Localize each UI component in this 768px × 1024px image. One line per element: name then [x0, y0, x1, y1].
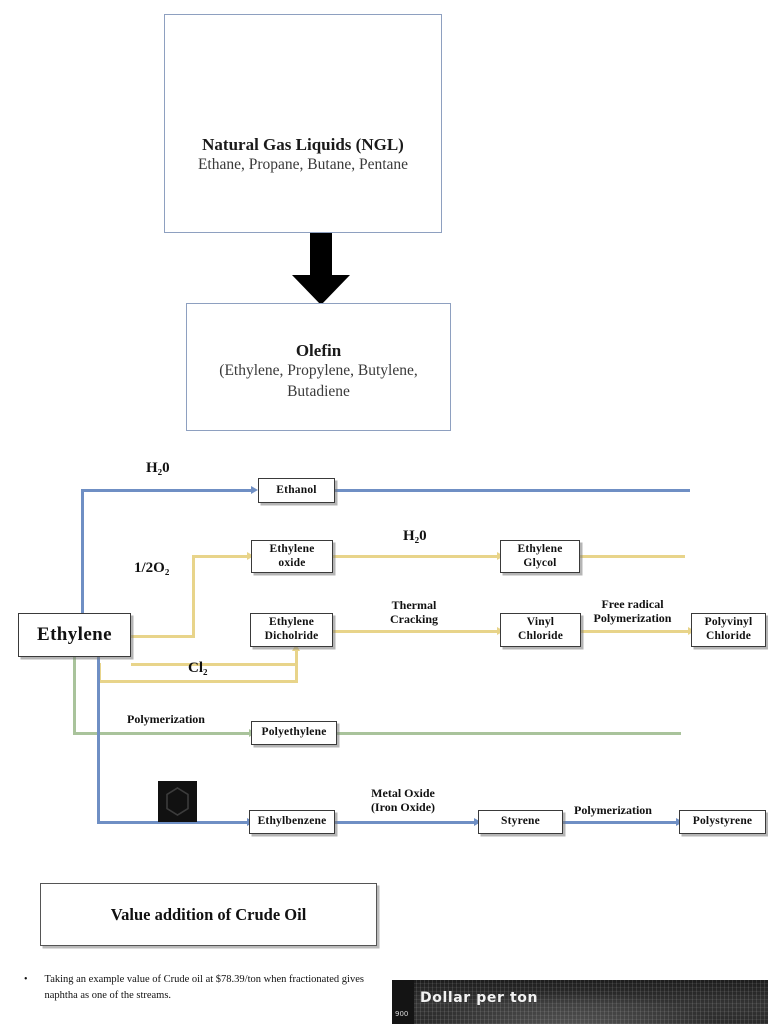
polystyrene-label: Polystyrene	[692, 815, 753, 828]
line-ethylene-to-ethylbenzene-horizontal	[97, 821, 249, 824]
ethanol-node: Ethanol	[258, 478, 335, 503]
olefin-line-2: Butadiene	[287, 382, 350, 400]
ethylene-node: Ethylene	[18, 613, 131, 657]
dollar-per-ton-chart: Dollar per ton 900	[392, 980, 768, 1024]
benzene-ring-icon	[158, 781, 197, 822]
arrowhead-styrene	[474, 818, 481, 826]
line-ethylbenzene-to-styrene	[335, 821, 477, 824]
styrene-label: Styrene	[501, 815, 540, 828]
ngl-title: Natural Gas Liquids (NGL)	[202, 134, 404, 154]
polyvinyl-chloride-label: Polyvinyl Chloride	[704, 616, 753, 642]
polyethylene-label: Polyethylene	[261, 726, 327, 739]
ethylene-oxide-label: Ethylene oxide	[269, 542, 315, 569]
natural-gas-liquids-box: Natural Gas Liquids (NGL) Ethane, Propan…	[164, 14, 442, 233]
olefin-title: Olefin	[295, 341, 342, 361]
olefin-line-1: (Ethylene, Propylene, Butylene,	[219, 362, 418, 380]
line-to-ethylene-oxide	[192, 555, 249, 558]
line-ethylene-to-ethanol-horizontal	[81, 489, 253, 492]
line-cl2-from-ethylene	[131, 663, 298, 666]
line-ethylene-to-polyethylene-horizontal	[73, 732, 251, 735]
chart-title: Dollar per ton	[420, 990, 539, 1006]
polystyrene-node: Polystyrene	[679, 810, 766, 834]
bullet-list-item: • Taking an example value of Crude oil a…	[24, 972, 364, 1004]
chart-axis-area	[392, 980, 414, 1024]
line-ethylene-to-ethanol-vertical	[81, 490, 84, 614]
arrowhead-ethylene-dichloride	[292, 644, 300, 651]
line-ethylene-to-oxide-stub	[131, 635, 195, 638]
line-cl2-rise	[295, 650, 298, 681]
ethylene-glycol-label: Ethylene Glycol	[517, 542, 563, 569]
label-water-glycol: H₂0	[403, 528, 427, 544]
label-chlorine: Cl₂	[188, 660, 208, 676]
label-polymerization-polystyrene: Polymerization	[574, 803, 652, 817]
vinyl-chloride-node: Vinyl Chloride	[500, 613, 581, 647]
line-ethylene-to-polyethylene-vertical	[73, 656, 76, 733]
ethylene-label: Ethylene	[37, 623, 112, 645]
ethylene-oxide-node: Ethylene oxide	[251, 540, 333, 573]
ethylbenzene-label: Ethylbenzene	[257, 815, 327, 828]
line-dichloride-to-vinyl	[333, 630, 500, 633]
line-vinyl-to-pvc	[581, 630, 691, 633]
line-cl2-horizontal	[98, 680, 298, 683]
chart-y-axis-tick: 900	[395, 1010, 409, 1018]
ethylene-glycol-node: Ethylene Glycol	[500, 540, 580, 573]
ethanol-label: Ethanol	[276, 483, 317, 496]
polyvinyl-chloride-node: Polyvinyl Chloride	[691, 613, 766, 647]
styrene-node: Styrene	[478, 810, 563, 834]
line-oxide-to-glycol	[333, 555, 500, 558]
ngl-subtitle: Ethane, Propane, Butane, Pentane	[197, 156, 409, 174]
chart-plot-area	[392, 980, 768, 1024]
polyethylene-node: Polyethylene	[251, 721, 337, 745]
label-half-oxygen: 1/2O₂	[134, 560, 170, 576]
label-metal-oxide: Metal Oxide (Iron Oxide)	[370, 786, 436, 814]
ngl-text-group: Natural Gas Liquids (NGL) Ethane, Propan…	[198, 134, 408, 175]
line-ethanol-output	[335, 489, 690, 492]
line-ethylene-to-ethylbenzene-vertical	[97, 656, 100, 823]
arrowhead-ethylene-oxide	[247, 552, 254, 560]
line-glycol-output	[580, 555, 685, 558]
olefin-text-group: Olefin (Ethylene, Propylene, Butylene, B…	[219, 340, 417, 402]
bullet-marker: •	[24, 974, 28, 985]
label-thermal-cracking: Thermal Cracking	[390, 598, 438, 626]
label-polymerization-polyethylene: Polymerization	[127, 712, 205, 726]
ethylene-dichloride-node: Ethylene Dicholride	[250, 613, 333, 647]
value-addition-heading-box: Value addition of Crude Oil	[40, 883, 377, 946]
label-free-radical-polymerization: Free radical Polymerization	[593, 597, 672, 625]
line-polyethylene-output	[337, 732, 681, 735]
line-ethylene-to-oxide-vertical	[192, 556, 195, 638]
ethylbenzene-node: Ethylbenzene	[249, 810, 335, 834]
bullet-text: Taking an example value of Crude oil at …	[44, 974, 364, 1001]
ethylene-dichloride-label: Ethylene Dicholride	[264, 616, 319, 642]
line-styrene-to-polystyrene	[563, 821, 679, 824]
down-block-arrow-icon	[292, 233, 350, 305]
value-addition-heading: Value addition of Crude Oil	[110, 904, 307, 924]
vinyl-chloride-label: Vinyl Chloride	[517, 616, 564, 642]
label-water-ethanol: H₂0	[146, 460, 170, 476]
arrowhead-ethanol	[251, 486, 258, 494]
olefin-box: Olefin (Ethylene, Propylene, Butylene, B…	[186, 303, 451, 431]
